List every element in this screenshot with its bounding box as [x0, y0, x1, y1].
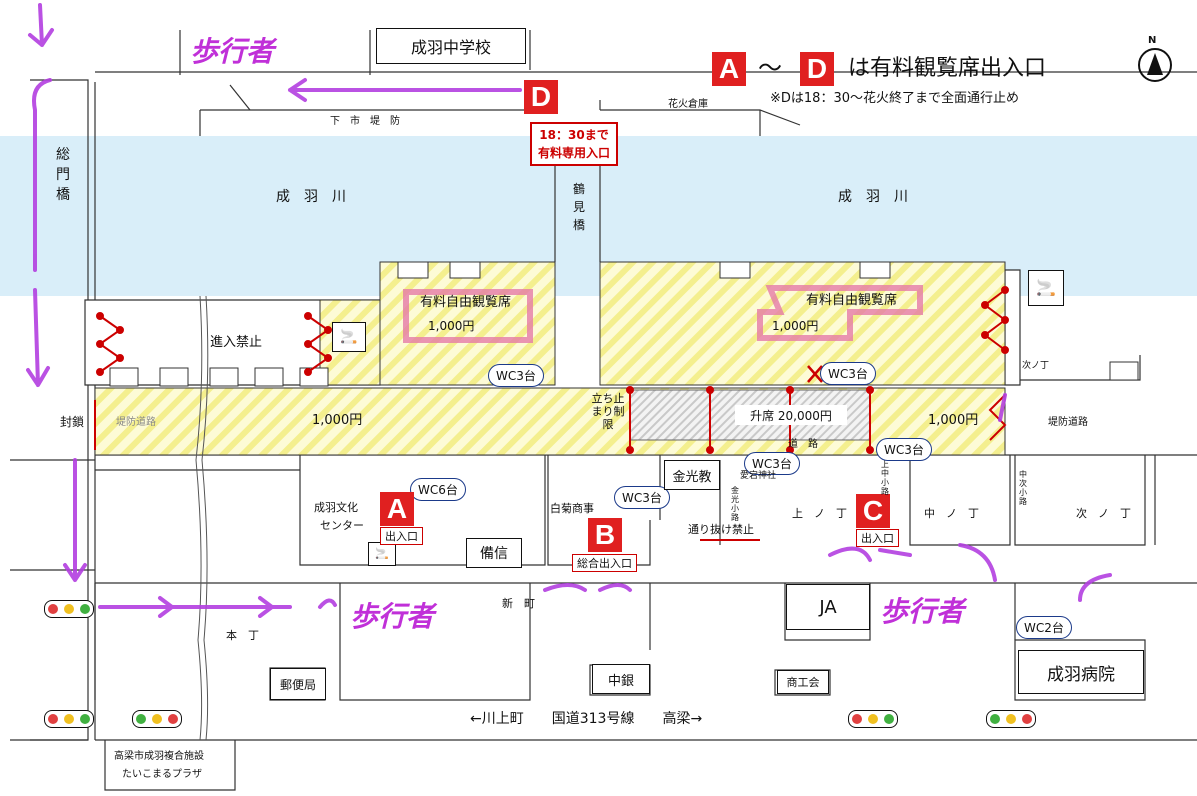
complex-2: たいこまるプラザ	[122, 769, 202, 780]
pedestrian-arrows	[26, 3, 1112, 618]
street-teibo-right: 堤防道路	[1048, 417, 1088, 428]
hanabi-souko: 花火倉庫	[668, 99, 708, 110]
traffic-light	[132, 710, 182, 728]
entrance-b: B	[588, 518, 622, 552]
street-tsuginocho: 次 ノ 丁	[1076, 507, 1131, 520]
wc-shiragiku: WC3台	[614, 486, 670, 509]
entrance-d-time-2: 有料専用入口	[538, 146, 611, 160]
stand-limit: 立ち止まり制限	[591, 392, 625, 431]
wc-right-bank: WC3台	[876, 438, 932, 461]
seat-left-price: 1,000円	[428, 319, 475, 333]
no-through: 通り抜け禁止	[688, 523, 754, 536]
compass-label: N	[1148, 35, 1157, 46]
pedestrian-right: 歩行者	[880, 595, 965, 628]
street-honcho: 本 丁	[226, 629, 259, 642]
wc-culture: WC6台	[410, 478, 466, 501]
kamichu-koji: 上中小路	[881, 460, 889, 496]
bank-price-right: 1,000円	[928, 413, 979, 428]
culture-center-1: 成羽文化	[314, 501, 358, 514]
shokokai: 商工会	[777, 670, 829, 694]
post-office: 郵便局	[270, 668, 326, 700]
bridge-soumon: 総門橋	[56, 147, 70, 203]
chugin: 中銀	[592, 664, 650, 694]
hospital: 成羽病院	[1018, 650, 1144, 694]
traffic-light	[986, 710, 1036, 728]
shiragiku: 白菊商事	[550, 502, 594, 515]
seat-left-title: 有料自由観覧席	[420, 295, 512, 310]
legend-text: は有料観覧席出入口	[848, 56, 1047, 81]
legend-note: ※Dは18：30〜花火終了まで全面通行止め	[770, 91, 1019, 106]
entrance-d-time-1: 18：30まで	[539, 128, 609, 142]
bridge-tsurumi: 鶴見橋	[572, 182, 585, 232]
legend-a: A	[712, 52, 746, 86]
entrance-d-time: 18：30まで 有料専用入口	[530, 122, 619, 166]
traffic-light	[44, 600, 94, 618]
legend-tilde: 〜	[758, 54, 782, 82]
street-shimo-teibo: 下 市 堤 防	[330, 116, 400, 127]
school-north: 成羽中学校	[376, 28, 526, 64]
compass-icon	[1138, 48, 1172, 82]
smoking-icon: 🚬	[1028, 270, 1064, 306]
wc-left-river: WC3台	[488, 364, 544, 387]
traffic-light	[848, 710, 898, 728]
road-small: 道 路	[788, 439, 818, 450]
legend-d: D	[800, 52, 834, 86]
kanemitsu-koji: 金光小路	[731, 486, 739, 522]
bank-price-left: 1,000円	[312, 413, 363, 428]
pedestrian-top: 歩行者	[190, 35, 275, 68]
ja: JA	[786, 584, 870, 630]
pedestrian-left: 歩行者	[350, 600, 435, 633]
seat-right-title: 有料自由観覧席	[806, 293, 898, 308]
entrance-a: A	[380, 492, 414, 526]
entrance-c-label: 出入口	[856, 529, 899, 547]
street-shinmachi: 新 町	[502, 597, 535, 610]
street-teibo-left: 堤防道路	[116, 417, 156, 428]
seat-left-outline	[403, 289, 533, 343]
entrance-d: D	[524, 80, 558, 114]
street-tsuginocho-small: 次ノ丁	[1022, 361, 1050, 371]
nakatsugi-koji: 中次小路	[1019, 470, 1027, 506]
no-entry: 進入禁止	[210, 335, 263, 350]
entrance-c: C	[856, 494, 890, 528]
street-nakanocho: 中 ノ 丁	[924, 507, 979, 520]
seat-right-price: 1,000円	[772, 319, 819, 333]
masu-seki: 升席 20,000円	[735, 405, 847, 425]
kinkoukyou: 金光教	[664, 460, 720, 490]
complex-1: 高梁市成羽複合施設	[114, 751, 204, 762]
smoking-icon: 🚬	[368, 542, 396, 566]
bishin: 備信	[466, 538, 522, 568]
entrance-a-label: 出入口	[380, 527, 423, 545]
smoking-icon: 🚬	[332, 322, 366, 352]
entrance-b-label: 総合出入口	[572, 554, 637, 572]
atago: 愛宕神社	[740, 471, 777, 481]
traffic-light	[44, 710, 94, 728]
closed: 封鎖	[60, 415, 85, 429]
seat-right-outline	[757, 285, 923, 341]
street-kaminocho: 上 ノ 丁	[792, 507, 847, 520]
river-name-right: 成 羽 川	[838, 189, 908, 205]
culture-center-2: センター	[320, 519, 364, 532]
river-name-left: 成 羽 川	[276, 189, 346, 205]
wc-hospital: WC2台	[1016, 616, 1072, 639]
wc-right-river: WC3台	[820, 362, 876, 385]
wc-road: WC3台	[744, 452, 800, 475]
route-313: ←川上町 国道313号線 高梁→	[470, 711, 703, 727]
